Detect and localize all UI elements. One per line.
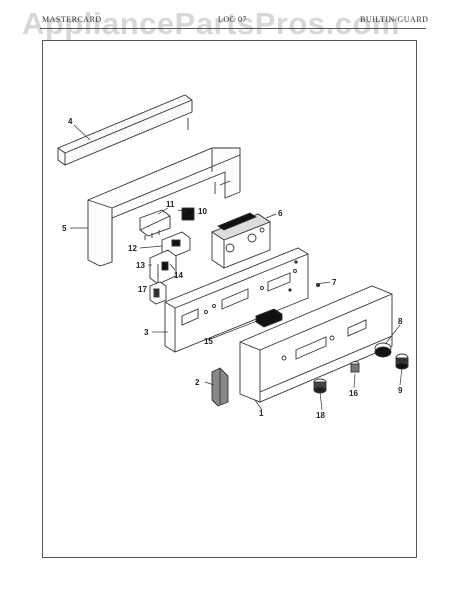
small-rocker-knob	[350, 361, 360, 373]
part-label-6: 6	[278, 209, 283, 218]
control-panel-plate	[164, 247, 309, 353]
side-end-cap	[211, 367, 229, 407]
hardware-screws	[288, 260, 321, 292]
bracket-clip	[149, 281, 167, 305]
part-label-11: 11	[166, 200, 175, 209]
relay-component	[181, 207, 195, 221]
clock-timer-module	[211, 212, 271, 269]
control-knob-large	[374, 342, 392, 358]
part-label-15: 15	[204, 337, 213, 346]
header-rule	[40, 28, 426, 29]
terminal-block	[139, 209, 171, 240]
part-label-9: 9	[398, 386, 403, 395]
part-label-5: 5	[62, 224, 67, 233]
part-label-12: 12	[128, 244, 137, 253]
part-label-3: 3	[144, 328, 149, 337]
diagram-frame	[42, 40, 417, 558]
part-label-14: 14	[174, 271, 183, 280]
part-label-1: 1	[259, 409, 264, 418]
part-label-2: 2	[195, 378, 200, 387]
part-label-7: 7	[332, 278, 337, 287]
header-middle: LOC 07	[218, 15, 247, 24]
front-control-panel	[239, 285, 393, 403]
switch-assembly	[149, 249, 177, 285]
top-trim-strip	[57, 94, 193, 166]
push-knob	[313, 378, 327, 394]
part-label-10: 10	[198, 207, 207, 216]
header-right: BUILTIN/GUARD	[360, 15, 429, 24]
part-label-8: 8	[398, 317, 403, 326]
part-label-17: 17	[138, 285, 147, 294]
part-label-4: 4	[68, 117, 73, 126]
part-label-18: 18	[316, 411, 325, 420]
backguard-housing	[87, 147, 241, 267]
part-label-13: 13	[136, 261, 145, 270]
part-label-16: 16	[349, 389, 358, 398]
watermark: AppliancePartsPros.com	[22, 6, 400, 41]
control-knob	[395, 353, 409, 370]
pushbutton-switch	[255, 308, 283, 328]
part-number-labels: 4 5 11 10 6 12 13 14 7 17 3 8 15 2 9 16 …	[62, 117, 403, 420]
header-left: MASTERCARD	[42, 15, 102, 24]
